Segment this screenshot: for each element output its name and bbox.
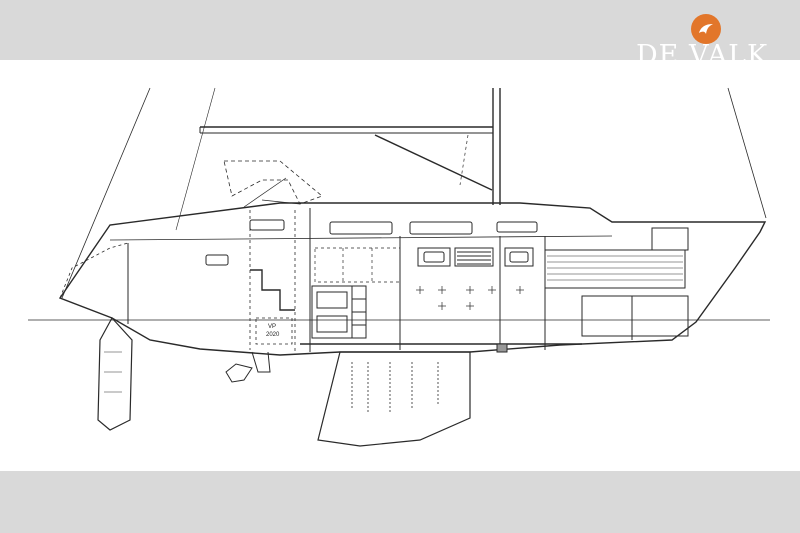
topping-lift-line: [459, 134, 469, 186]
bird-logo-icon: [691, 14, 721, 44]
saloon-window: [417, 247, 451, 267]
aft-locker: [651, 227, 689, 251]
locker: [314, 247, 401, 283]
forestay-line: [61, 87, 151, 299]
quarter-berth: [544, 249, 686, 289]
bird-glyph-icon: [699, 24, 713, 34]
porthole: [205, 254, 229, 266]
vang-line: [374, 134, 493, 191]
stove: [316, 291, 348, 309]
engine-label-line2: 2020: [266, 332, 280, 338]
top-band: [0, 0, 800, 60]
keel-bolts: [351, 362, 439, 412]
keel: [317, 351, 471, 447]
prop-bracket: [251, 351, 271, 373]
deck-line: [109, 235, 613, 241]
brand-name: DE VALK: [636, 40, 769, 71]
companionway: [250, 269, 295, 311]
sailplan-drawing: VP 2020: [0, 60, 800, 471]
oven: [316, 315, 348, 333]
sprayhood-frame: [243, 177, 287, 208]
backstay-line: [727, 87, 767, 219]
cabin-window: [409, 221, 473, 235]
saloon-window: [504, 247, 534, 267]
cabin-window: [496, 221, 538, 233]
cabin-window: [329, 221, 393, 235]
saloon-window-inner: [423, 251, 445, 263]
sprayhood: [223, 160, 323, 205]
vent-panel: [454, 247, 494, 267]
engine-box: [255, 317, 293, 345]
rudder: [97, 316, 133, 431]
propeller: [225, 363, 253, 383]
cockpit-window: [249, 219, 285, 231]
shroud-line: [175, 87, 216, 231]
bow-pulpit: [59, 242, 129, 299]
galley-unit: [311, 285, 353, 339]
mast-step: [496, 343, 508, 353]
aft-storage: [581, 295, 689, 337]
brand-logo: DE VALK: [636, 14, 786, 69]
hull-outline: [58, 202, 767, 356]
engine-label-line1: VP: [268, 324, 276, 330]
settee-marks: [416, 286, 524, 310]
bottom-band: [0, 471, 800, 533]
saloon-window-inner: [509, 251, 529, 263]
boat-profile-diagram: VP 2020: [28, 87, 770, 447]
